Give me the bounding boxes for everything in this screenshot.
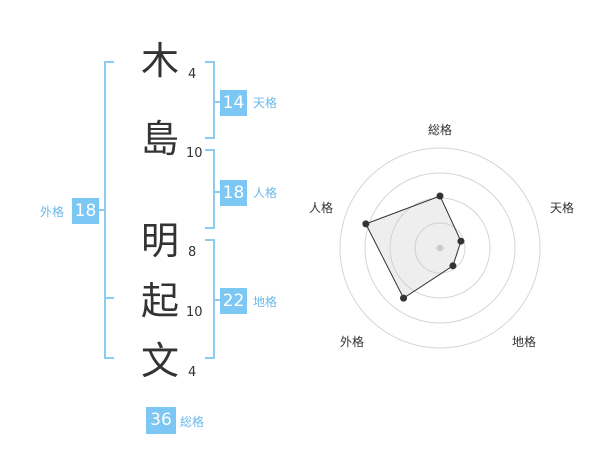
stroke-count-1: 4 <box>188 67 197 82</box>
radar-series-polygon <box>365 195 462 299</box>
radar-ring-1 <box>414 222 466 274</box>
soukaku-label: 総格 <box>180 415 205 429</box>
stroke-count-5: 4 <box>188 365 197 380</box>
tenkaku-label: 天格 <box>253 96 278 110</box>
jinkaku-bracket <box>205 149 215 229</box>
name-char-3: 明 <box>140 219 179 263</box>
name-char-4: 起 <box>140 279 179 323</box>
jinkaku-label: 人格 <box>253 186 278 200</box>
name-char-2: 島 <box>140 117 179 161</box>
radar-axis-label-gaikaku: 外格 <box>340 335 365 349</box>
radar-point-4 <box>362 220 370 228</box>
radar-ring-4 <box>339 147 541 349</box>
radar-point-1 <box>457 237 465 245</box>
tenkaku-bracket <box>205 61 215 139</box>
radar-axis-label-soukaku: 総格 <box>428 123 453 137</box>
chikaku-label: 地格 <box>253 295 278 309</box>
stroke-count-2: 10 <box>186 146 203 161</box>
name-char-5: 文 <box>140 339 179 383</box>
radar-point-2 <box>449 262 457 270</box>
jinkaku-value: 18 <box>220 180 247 206</box>
gaikaku-value: 18 <box>72 198 99 224</box>
stroke-count-4: 10 <box>186 305 203 320</box>
soukaku-value: 36 <box>146 407 176 434</box>
stroke-count-3: 8 <box>188 245 197 260</box>
radar-ring-3 <box>364 172 516 324</box>
gaikaku-label: 外格 <box>40 205 65 219</box>
chikaku-value: 22 <box>220 288 247 314</box>
radar-axis-label-chikaku: 地格 <box>512 335 537 349</box>
radar-axis-label-tenkaku: 天格 <box>550 201 575 215</box>
tenkaku-value: 14 <box>220 90 247 116</box>
radar-center-dot <box>436 244 444 252</box>
radar-axis-label-jinkaku: 人格 <box>309 201 334 215</box>
radar-point-3 <box>400 294 408 302</box>
radar-point-0 <box>436 192 444 200</box>
name-char-1: 木 <box>140 39 179 83</box>
